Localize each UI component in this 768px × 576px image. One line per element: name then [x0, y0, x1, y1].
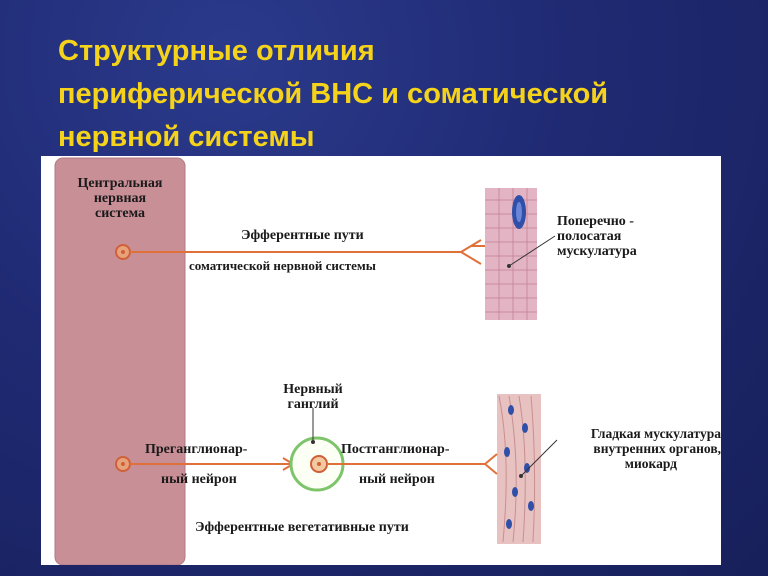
smooth-muscle-tissue — [497, 394, 541, 544]
slide-title-line-2: периферической ВНС и соматической — [58, 78, 609, 110]
smooth-muscle-label-line-3: миокард — [624, 456, 677, 471]
striated-muscle-label: Поперечно - полосатая мускулатура — [557, 214, 637, 259]
ganglion-label-line-1: Нервный — [283, 382, 343, 397]
postganglionic-label-line-1: Постганглионар- — [341, 442, 450, 457]
cns-label: Центральная нервная система — [55, 176, 185, 221]
striated-muscle-label-line-2: полосатая — [557, 229, 622, 244]
smooth-muscle-label-line-2: внутренних органов, — [593, 441, 721, 456]
somatic-path-label-top: Эфферентные пути — [241, 228, 364, 243]
ganglion-label: Нервный ганглий — [253, 382, 373, 412]
cns-label-line-3: система — [94, 206, 146, 221]
nervous-system-diagram: Центральная нервная система Эфферентные … — [41, 156, 721, 565]
smooth-muscle-label: Гладкая мускулатура внутренних органов, … — [537, 426, 721, 471]
cns-label-line-1: Центральная — [77, 176, 163, 191]
preganglionic-label-line-1: Преганглионар- — [145, 442, 248, 457]
autonomic-path-label: Эфферентные вегетативные пути — [195, 520, 409, 535]
smooth-muscle-label-line-1: Гладкая мускулатура — [590, 426, 721, 441]
preganglionic-label-line-2: ный нейрон — [161, 472, 237, 487]
slide-title-line-1: Структурные отличия — [58, 35, 375, 67]
somatic-efferent-path — [115, 239, 485, 265]
label-pointers — [312, 235, 558, 477]
striated-muscle-label-line-1: Поперечно - — [557, 214, 634, 229]
diagram-drawing — [54, 157, 558, 565]
slide-title-line-3: нервной системы — [58, 121, 315, 153]
striated-muscle-fiber — [485, 188, 537, 320]
autonomic-efferent-path — [115, 436, 498, 492]
ganglion-label-line-2: ганглий — [287, 397, 339, 412]
somatic-path-label-bottom: соматической нервной системы — [189, 258, 376, 273]
striated-muscle-label-line-3: мускулатура — [557, 244, 637, 259]
postganglionic-label-line-2: ный нейрон — [359, 472, 435, 487]
slide-title: Структурные отличия периферической ВНС и… — [58, 30, 758, 159]
cns-label-line-2: нервная — [93, 191, 147, 206]
